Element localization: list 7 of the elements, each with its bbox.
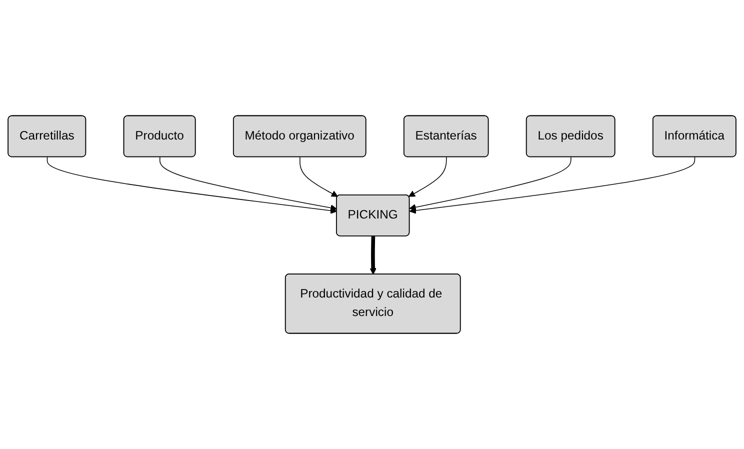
- arrow: [46, 156, 338, 214]
- arrow: [409, 156, 572, 211]
- arrow: [159, 156, 338, 212]
- arrow: [408, 156, 447, 197]
- arrow: [300, 156, 338, 197]
- arrow: [370, 236, 376, 275]
- arrow: [409, 156, 696, 214]
